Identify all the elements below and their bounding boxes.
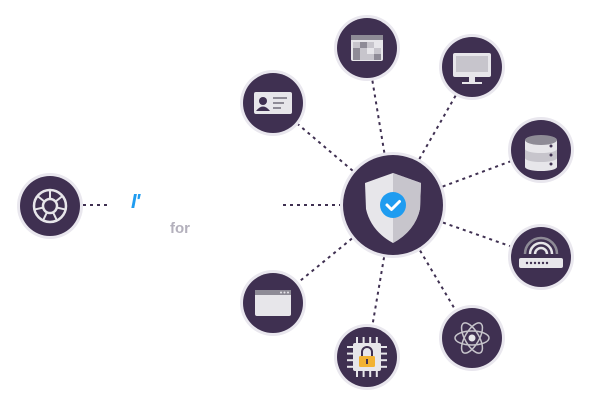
kubernetes-wheel-icon [32, 188, 68, 224]
browser-window-icon [255, 290, 291, 316]
connector-lines [83, 80, 511, 325]
node-browser [240, 270, 306, 336]
id-card-icon [254, 92, 292, 114]
connector-database [442, 160, 511, 188]
connector-monitor [418, 95, 457, 160]
connector-blurred-data [371, 80, 386, 153]
node-atom [439, 305, 505, 371]
connector-chip-lock [371, 257, 386, 325]
monitor-icon [453, 53, 491, 84]
node-id-card [240, 70, 306, 136]
node-blurred-data [334, 15, 400, 81]
node-hub [340, 152, 446, 258]
pixelated-data-icon [351, 35, 383, 61]
chip-lock-icon [347, 337, 387, 377]
connector-browser [297, 237, 353, 283]
atom-icon [454, 322, 490, 354]
brand-logo-mark: I' [131, 191, 140, 213]
router-icon [519, 236, 563, 268]
node-monitor [439, 34, 505, 100]
shield-check-icon [365, 173, 421, 243]
database-icon [525, 135, 557, 171]
connector-router [442, 221, 511, 248]
connector-atom [419, 250, 457, 311]
node-router [508, 224, 574, 290]
node-source [17, 173, 83, 239]
connector-id-card [297, 123, 354, 172]
for-label: for [170, 220, 190, 237]
node-chip-lock [334, 324, 400, 390]
node-database [508, 117, 574, 183]
